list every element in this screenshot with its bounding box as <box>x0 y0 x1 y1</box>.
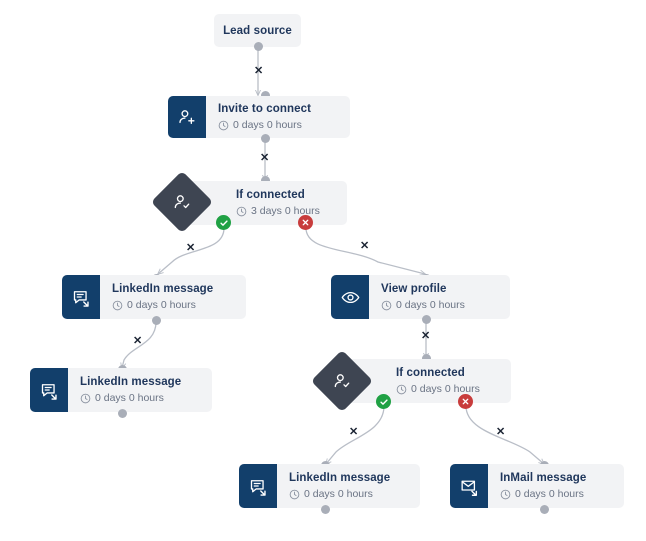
edge-if2-yes <box>326 405 385 464</box>
clock-icon <box>236 206 247 217</box>
port-out-view-profile[interactable] <box>422 315 431 324</box>
node-duration-text: 3 days 0 hours <box>251 205 320 217</box>
node-body: LinkedIn message 0 days 0 hours <box>277 464 420 508</box>
condition-diamond-if-connected-1[interactable] <box>150 170 214 234</box>
delete-edge-invite-to-if1[interactable]: ✕ <box>260 152 270 164</box>
node-linkedin-message-1[interactable]: LinkedIn message 0 days 0 hours <box>62 275 246 319</box>
branch-badge-if-connected-2-no[interactable] <box>458 394 473 409</box>
node-duration: 0 days 0 hours <box>218 119 340 132</box>
port-out-invite-to-connect[interactable] <box>261 134 270 143</box>
node-duration: 0 days 0 hours <box>500 488 614 501</box>
linkedin-message-icon <box>30 368 68 412</box>
node-view-profile[interactable]: View profile 0 days 0 hours <box>331 275 510 319</box>
node-title: View profile <box>381 283 447 295</box>
person-check-icon <box>332 371 352 391</box>
node-title: If connected <box>396 367 465 379</box>
clock-icon <box>112 300 123 311</box>
port-in-invite-to-connect[interactable] <box>261 91 270 100</box>
person-check-icon <box>172 192 192 212</box>
edge-if1-yes <box>158 227 225 274</box>
node-title: Lead source <box>223 24 292 37</box>
node-title: Invite to connect <box>218 103 312 115</box>
node-title: LinkedIn message <box>112 283 214 295</box>
person-add-icon <box>168 96 206 138</box>
cross-icon <box>302 219 309 226</box>
node-duration: 3 days 0 hours <box>236 205 337 218</box>
check-icon <box>379 398 388 405</box>
linkedin-message-icon <box>239 464 277 508</box>
port-out-linkedin-message-3[interactable] <box>321 505 330 514</box>
node-lead-source[interactable]: Lead source <box>214 14 301 47</box>
clock-icon <box>218 120 229 131</box>
node-title: InMail message <box>500 472 587 484</box>
delete-edge-if2-no[interactable]: ✕ <box>496 426 506 438</box>
node-if-connected-1[interactable]: If connected 3 days 0 hours <box>186 181 347 225</box>
branch-badge-if-connected-1-yes[interactable] <box>216 215 231 230</box>
node-invite-to-connect[interactable]: Invite to connect 0 days 0 hours <box>168 96 350 138</box>
node-body: If connected 0 days 0 hours <box>384 359 511 403</box>
eye-icon <box>331 275 369 319</box>
node-title: LinkedIn message <box>289 472 391 484</box>
node-duration: 0 days 0 hours <box>289 488 410 501</box>
clock-icon <box>396 384 407 395</box>
node-body: LinkedIn message 0 days 0 hours <box>68 368 212 412</box>
node-duration: 0 days 0 hours <box>112 299 236 312</box>
port-out-inmail-message[interactable] <box>540 505 549 514</box>
port-out-lead-source[interactable] <box>254 42 263 51</box>
edge-if1-no <box>305 227 425 274</box>
cross-icon <box>462 398 469 405</box>
delete-edge-view-to-if2[interactable]: ✕ <box>421 330 431 342</box>
node-inmail-message[interactable]: InMail message 0 days 0 hours <box>450 464 624 508</box>
node-body: InMail message 0 days 0 hours <box>488 464 624 508</box>
node-duration-text: 0 days 0 hours <box>411 383 480 395</box>
port-in-if-connected-2[interactable] <box>422 354 431 363</box>
node-linkedin-message-2[interactable]: LinkedIn message 0 days 0 hours <box>30 368 212 412</box>
node-title: If connected <box>236 189 305 201</box>
node-duration: 0 days 0 hours <box>396 383 501 396</box>
delete-edge-lead-to-invite[interactable]: ✕ <box>254 65 264 77</box>
linkedin-message-icon <box>62 275 100 319</box>
node-linkedin-message-3[interactable]: LinkedIn message 0 days 0 hours <box>239 464 420 508</box>
edge-msg1-to-msg2 <box>122 321 157 368</box>
node-duration-text: 0 days 0 hours <box>304 488 373 500</box>
edge-if2-no <box>465 405 544 464</box>
node-duration-text: 0 days 0 hours <box>233 119 302 131</box>
delete-edge-if1-yes[interactable]: ✕ <box>186 242 196 254</box>
node-body: LinkedIn message 0 days 0 hours <box>100 275 246 319</box>
delete-edge-if1-no[interactable]: ✕ <box>360 240 370 252</box>
node-body: Invite to connect 0 days 0 hours <box>206 96 350 138</box>
branch-badge-if-connected-2-yes[interactable] <box>376 394 391 409</box>
delete-edge-if2-yes[interactable]: ✕ <box>349 426 359 438</box>
node-title: LinkedIn message <box>80 376 182 388</box>
port-out-linkedin-message-2[interactable] <box>118 409 127 418</box>
node-duration-text: 0 days 0 hours <box>515 488 584 500</box>
port-in-if-connected-1[interactable] <box>261 176 270 185</box>
node-duration: 0 days 0 hours <box>381 299 500 312</box>
node-duration: 0 days 0 hours <box>80 392 202 405</box>
clock-icon <box>500 489 511 500</box>
check-icon <box>219 219 228 226</box>
node-duration-text: 0 days 0 hours <box>127 299 196 311</box>
node-body: If connected 3 days 0 hours <box>224 181 347 225</box>
condition-diamond-if-connected-2[interactable] <box>310 349 374 413</box>
inmail-message-icon <box>450 464 488 508</box>
node-duration-text: 0 days 0 hours <box>396 299 465 311</box>
branch-badge-if-connected-1-no[interactable] <box>298 215 313 230</box>
node-duration-text: 0 days 0 hours <box>95 392 164 404</box>
clock-icon <box>381 300 392 311</box>
clock-icon <box>80 393 91 404</box>
port-out-linkedin-message-1[interactable] <box>152 316 161 325</box>
node-body: View profile 0 days 0 hours <box>369 275 510 319</box>
node-if-connected-2[interactable]: If connected 0 days 0 hours <box>346 359 511 403</box>
clock-icon <box>289 489 300 500</box>
delete-edge-msg1-to-msg2[interactable]: ✕ <box>133 335 143 347</box>
